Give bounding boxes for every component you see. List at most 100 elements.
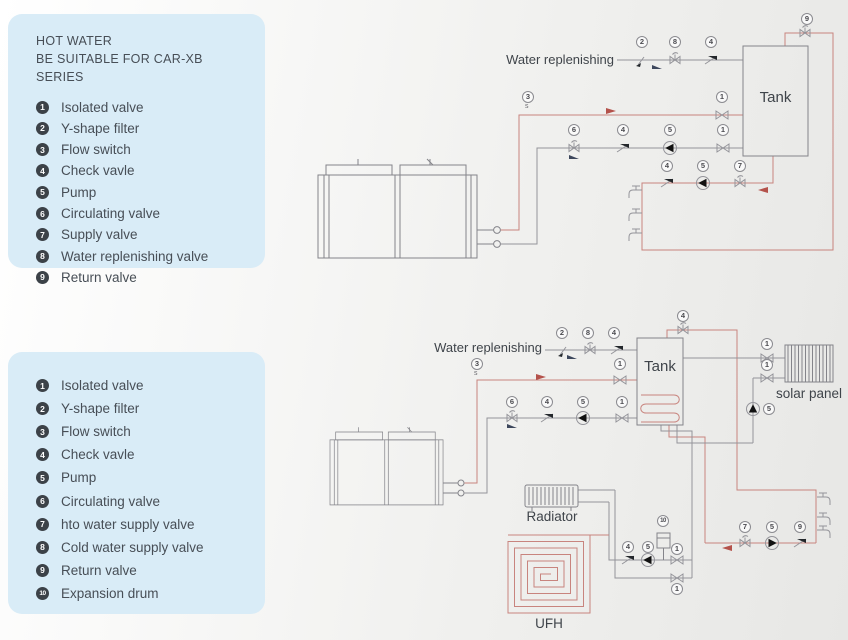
valve-marker-4: 4 [541, 396, 553, 408]
hot-water-diagram-svg [317, 25, 834, 259]
radiator-circuit-pipe [578, 489, 692, 579]
flow-mark-icon [507, 424, 517, 428]
legend-title-line2: BE SUITABLE FOR CAR-XB SERIES [36, 52, 203, 85]
tap-water-loop-pipe [641, 32, 834, 251]
heat-pump-unit [329, 426, 465, 506]
circulating-valve-icon [568, 140, 580, 152]
valve-marker-1: 1 [761, 338, 773, 350]
faucet-icon [816, 525, 831, 539]
legend-item-label: Check vavle [61, 447, 135, 463]
legend-item-label: Isolated valve [61, 99, 144, 115]
return-valve-icon [799, 25, 811, 37]
faucet-icon [628, 185, 643, 199]
heat-pump-unit [317, 158, 501, 259]
legend-bullet: 2 [36, 402, 49, 416]
valve-marker-9: 9 [794, 521, 806, 533]
tank-label: Tank [644, 358, 676, 375]
legend-item: 3 Flow switch [28, 420, 249, 443]
valve-marker-4: 4 [705, 36, 717, 48]
y-filter-icon [635, 56, 645, 68]
tank-label: Tank [759, 89, 792, 106]
legend-item-label: Flow switch [61, 424, 131, 440]
legend-item-label: Supply valve [61, 227, 138, 243]
water-replenishing-label: Water replenishing [434, 340, 542, 355]
legend-item: 9 Return valve [28, 267, 249, 288]
faucet-icon [816, 512, 831, 526]
expansion-drum [656, 532, 671, 560]
legend-item-label: Y-shape filter [61, 401, 140, 417]
flow-mark-icon [652, 65, 662, 69]
legend-panel-top: HOT WATER BE SUITABLE FOR CAR-XB SERIES … [8, 14, 265, 285]
legend-item: 9 Return valve [28, 559, 249, 582]
legend-title: HOT WATER BE SUITABLE FOR CAR-XB SERIES [36, 32, 249, 86]
ufh-label: UFH [535, 616, 563, 631]
legend-bullet: 3 [36, 425, 49, 439]
valve-marker-1: 1 [671, 543, 683, 555]
valve-marker-8: 8 [669, 36, 681, 48]
legend-item-label: Cold water supply valve [61, 539, 204, 555]
valve-marker-6: 6 [506, 396, 518, 408]
legend-item: 2 Y-shape filter [28, 397, 249, 420]
check-valve-icon [677, 322, 689, 334]
flow-arrow-icon [606, 108, 616, 114]
legend-item-label: Check vavle [61, 163, 135, 179]
flow-arrow-icon [758, 187, 768, 193]
legend-bullet: 4 [36, 448, 49, 462]
valve-marker-5: 5 [763, 403, 775, 415]
y-filter-icon [557, 346, 567, 358]
supply-valve-icon [734, 175, 746, 187]
ufh-coil [507, 534, 609, 614]
legend-item-label: Pump [61, 470, 97, 486]
valve-marker-4: 4 [622, 541, 634, 553]
valve-marker-5: 5 [577, 396, 589, 408]
legend-bullet: 10 [36, 586, 49, 600]
legend-item: 8 Cold water supply valve [28, 536, 249, 559]
legend-item-label: Return valve [61, 562, 137, 578]
radiator [524, 484, 579, 511]
legend-item: 4 Check vavle [28, 443, 249, 466]
legend-bullet: 4 [36, 164, 49, 178]
valve-marker-5: 5 [664, 124, 676, 136]
solar-panel [784, 344, 834, 383]
legend-item: 4 Check vavle [28, 160, 249, 181]
legend-item-label: Pump [61, 184, 97, 200]
flow-mark-icon [569, 155, 579, 159]
legend-item-label: Circulating valve [61, 206, 161, 221]
legend-item-label: Water replenishing valve [61, 248, 209, 264]
valve-marker-5: 5 [642, 541, 654, 553]
legend-bullet: 8 [36, 540, 49, 554]
valve-marker-1: 1 [616, 396, 628, 408]
solar-panel-label: solar panel [775, 386, 843, 401]
replenishing-valve-icon [669, 52, 681, 64]
heating-return-pipe [500, 147, 743, 245]
legend-bullet: 3 [36, 143, 49, 157]
diagram-solar-heating: Water replenishing Tank solar panel Radi… [280, 300, 848, 640]
legend-bullet: 9 [36, 270, 49, 284]
legend-bullet: 9 [36, 563, 49, 577]
valve-marker-4: 4 [677, 310, 689, 322]
legend-bullet: 8 [36, 249, 49, 263]
tank-coil [640, 394, 680, 423]
legend-item: 10 Expansion drum [28, 582, 249, 605]
legend-item-label: Return valve [61, 269, 137, 285]
legend-item-label: Expansion drum [61, 585, 159, 601]
valve-marker-1: 1 [717, 124, 729, 136]
faucet-icon [816, 492, 831, 506]
legend-bullet: 5 [36, 185, 49, 199]
heating-bus-pipe [660, 425, 693, 578]
valve-marker-2: 2 [636, 36, 648, 48]
valve-marker-1: 1 [614, 358, 626, 370]
legend-bullet: 2 [36, 121, 49, 135]
